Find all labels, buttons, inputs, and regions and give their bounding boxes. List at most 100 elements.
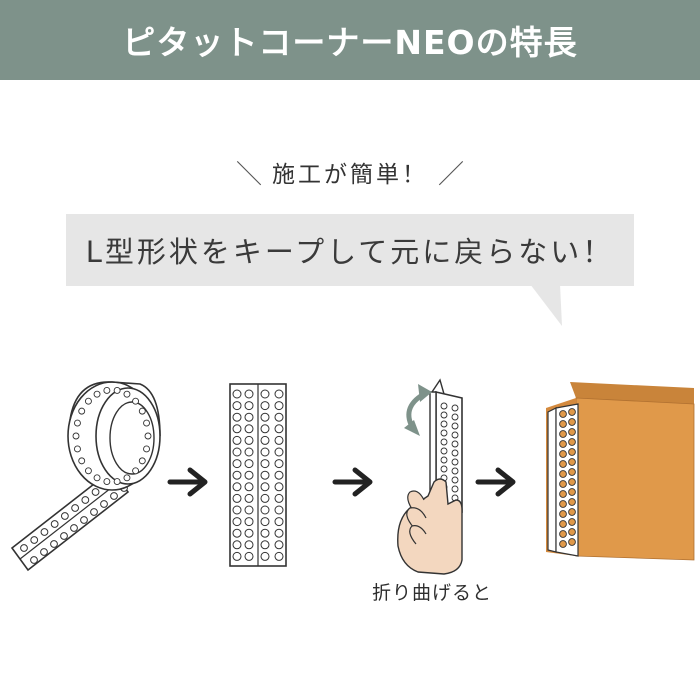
hole (123, 474, 131, 482)
hole (40, 528, 49, 536)
hole (568, 538, 576, 546)
hole (74, 445, 81, 453)
hole (260, 517, 270, 527)
hole (72, 432, 80, 440)
hole (84, 467, 92, 475)
hole (244, 447, 254, 457)
hole (84, 397, 92, 405)
hole (232, 447, 242, 457)
right-arrow-icon (167, 467, 208, 497)
hole (559, 480, 567, 488)
hole (260, 447, 270, 457)
hole (260, 528, 270, 538)
hole (244, 528, 254, 538)
hole (71, 504, 80, 512)
hole (244, 459, 254, 469)
hole (244, 551, 254, 561)
hole (30, 536, 39, 544)
hole (123, 390, 131, 398)
speech-bubble: L型形状をキープして元に戻らない！ (66, 214, 634, 286)
hole (110, 492, 118, 500)
hole (568, 428, 576, 436)
hole (559, 490, 567, 498)
applied-to-corner-illustration (546, 382, 695, 561)
hole (232, 459, 242, 469)
hole (274, 459, 284, 469)
hole (244, 435, 254, 445)
hole (244, 389, 254, 399)
hole (274, 470, 284, 480)
hole (451, 476, 459, 484)
hole (143, 419, 150, 427)
hole (559, 520, 567, 528)
hole (244, 424, 254, 434)
hole (50, 540, 58, 548)
hole (232, 482, 242, 492)
hole (232, 435, 242, 445)
hole (274, 389, 284, 399)
hole (440, 429, 448, 437)
bend-in-hand-illustration (397, 378, 463, 575)
hole (60, 512, 69, 520)
hole (440, 465, 448, 473)
hole (559, 410, 567, 418)
hole (260, 401, 270, 411)
hole (244, 540, 254, 550)
catch-line: ＼ 施工が簡単！ ／ (0, 152, 700, 192)
hole (568, 478, 576, 486)
hole (568, 418, 576, 426)
hole (244, 470, 254, 480)
hole (244, 482, 254, 492)
catch-text: 施工が簡単！ (272, 162, 428, 188)
hole (568, 438, 576, 446)
hole (50, 520, 59, 528)
hole (143, 445, 150, 453)
hole (274, 447, 284, 457)
hole (232, 528, 242, 538)
hole (91, 488, 100, 496)
hole (138, 457, 146, 465)
hole (244, 517, 254, 527)
hole (80, 516, 88, 524)
tape-roll-illustration (10, 381, 161, 572)
hole (440, 447, 448, 455)
hole (274, 412, 284, 422)
hole (40, 548, 48, 556)
hole (232, 424, 242, 434)
hole (559, 540, 567, 548)
hole (81, 496, 90, 504)
hole (274, 493, 284, 503)
hole (559, 470, 567, 478)
hole (451, 422, 459, 430)
hole (232, 493, 242, 503)
bend-caption: 折り曲げると (372, 582, 493, 604)
hole (451, 440, 459, 448)
hole (559, 460, 567, 468)
hole (451, 449, 459, 457)
hole (568, 488, 576, 496)
hole (78, 457, 86, 465)
hole (232, 505, 242, 515)
hole (132, 467, 140, 475)
hole (232, 470, 242, 480)
hole (60, 532, 68, 540)
hole (451, 413, 459, 421)
hole (559, 530, 567, 538)
hole (274, 528, 284, 538)
hole (559, 510, 567, 518)
hole (274, 517, 284, 527)
hole (559, 440, 567, 448)
hole (100, 500, 108, 508)
hole (232, 389, 242, 399)
hole (90, 508, 98, 516)
hole (260, 551, 270, 561)
hole (260, 505, 270, 515)
hole (244, 401, 254, 411)
hole (440, 411, 448, 419)
hole (244, 493, 254, 503)
hole (451, 458, 459, 466)
header-banner: ピタットコーナーNEOの特長 (0, 0, 700, 80)
hole (440, 438, 448, 446)
hole (260, 459, 270, 469)
